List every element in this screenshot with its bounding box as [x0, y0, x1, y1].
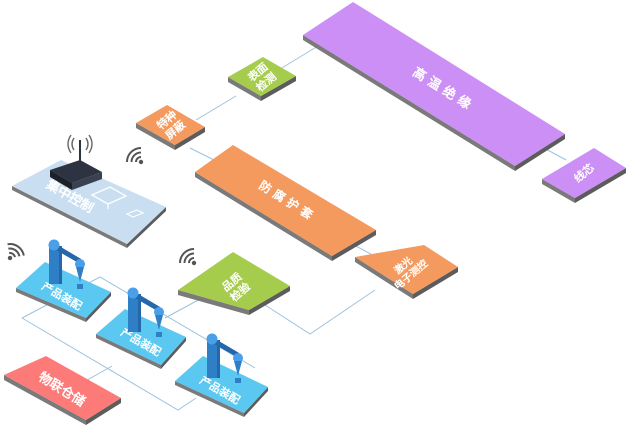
node-iot-warehouse[interactable]: 物联仓储 — [4, 356, 121, 425]
tile-side-left — [195, 172, 332, 261]
tile-top — [175, 356, 268, 413]
node-wire-core[interactable]: 线芯 — [542, 148, 626, 203]
tile-side-left — [136, 123, 175, 150]
connector-shielding-to-surface — [195, 95, 237, 121]
monitor-icon — [90, 186, 128, 209]
tile-side-left — [355, 257, 413, 299]
node-product-assembly-2[interactable]: 产品装配 — [96, 309, 186, 369]
tile-side-left — [303, 35, 515, 171]
tile-side-right — [161, 337, 186, 369]
tile-side-right — [244, 387, 268, 417]
node-anticorrosion-sheath[interactable]: 防 腐 护 套 — [195, 145, 376, 261]
tile-side-right — [515, 134, 565, 171]
node-special-shielding[interactable]: 特种屏蔽 — [136, 105, 205, 150]
tile-side-right — [575, 168, 626, 203]
tile-side-right — [86, 398, 121, 425]
tile-side-right — [413, 267, 458, 299]
node-product-assembly-1[interactable]: 产品装配 — [16, 262, 111, 322]
tile-side-left — [178, 290, 249, 315]
tile-side-left — [12, 186, 127, 248]
node-high-temp-insulation[interactable]: 高 温 绝 缘 — [303, 2, 565, 171]
tile-top — [136, 105, 205, 145]
tile-side-left — [16, 288, 86, 322]
tile-top — [96, 309, 186, 365]
robotic-arm-icon — [48, 239, 85, 289]
node-surface-inspection[interactable]: 表面检测 — [228, 57, 296, 101]
tile-top — [178, 252, 290, 310]
connector-assembly-network-b — [21, 317, 197, 411]
phone-icon — [125, 209, 145, 218]
tile-top — [12, 160, 166, 244]
tile-side-right — [127, 207, 166, 248]
connector-assembly-to-quality — [164, 297, 203, 319]
tile-side-left — [175, 381, 244, 417]
node-quality-inspection[interactable]: 品质检验 — [178, 252, 290, 315]
tile-top — [4, 356, 121, 420]
robotic-arm-icon — [127, 287, 164, 337]
wifi-icon — [7, 243, 25, 261]
tile-side-right — [249, 286, 290, 315]
tile-top — [16, 262, 111, 318]
router-icon — [50, 134, 102, 190]
tile-side-right — [261, 76, 296, 101]
node-laser-electronic-monitoring[interactable]: 激光电子测控 — [355, 245, 458, 299]
tile-side-right — [175, 127, 205, 150]
tile-top — [195, 145, 376, 256]
wifi-icon — [179, 248, 197, 266]
tile-top — [355, 245, 458, 294]
tile-side-left — [96, 334, 161, 369]
connector-quality-to-laser — [264, 289, 376, 335]
tile-top — [542, 148, 626, 198]
tile-side-left — [228, 77, 261, 101]
tile-side-right — [332, 230, 376, 261]
robotic-arm-icon — [206, 333, 243, 383]
wifi-icon — [126, 147, 144, 165]
tile-side-left — [4, 375, 86, 425]
tile-side-left — [542, 179, 575, 203]
tile-top — [303, 2, 565, 166]
node-product-assembly-3[interactable]: 产品装配 — [175, 356, 268, 417]
tile-top — [228, 57, 296, 96]
tile-side-right — [86, 292, 111, 322]
